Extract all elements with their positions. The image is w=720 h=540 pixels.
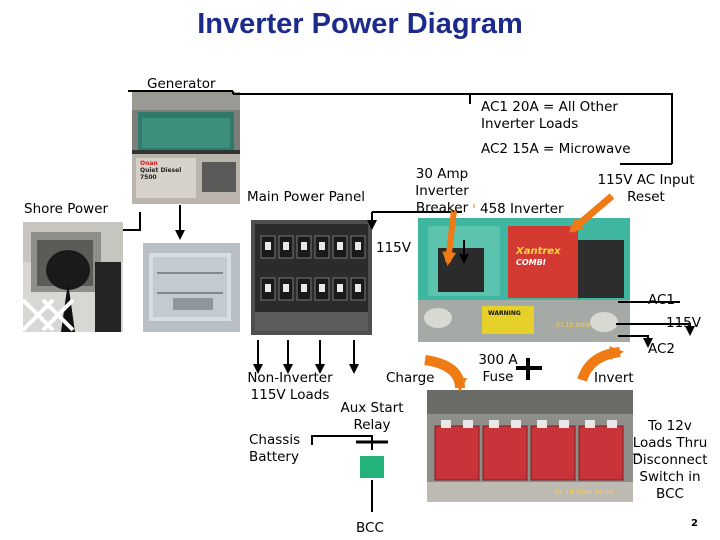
- warning-label: WARNING: [488, 310, 521, 317]
- generator-logo: Onan Quiet Diesel 7500: [140, 160, 182, 181]
- battery-photo: 07.18.2006 14:58: [427, 390, 633, 502]
- ac1-loads-label: AC1 20A = All Other Inverter Loads: [481, 99, 618, 132]
- ac1-label: AC1: [648, 292, 676, 308]
- inverter-458-label: 458 Inverter: [480, 201, 564, 217]
- page-title: Inverter Power Diagram: [197, 8, 523, 40]
- transfer-switch-photo: [143, 243, 240, 332]
- chassis-battery-label: Chassis Battery: [249, 432, 301, 465]
- feed-arrows: [123, 205, 185, 240]
- v115-top-label: 115V: [376, 240, 412, 256]
- fuse-symbol: [516, 358, 542, 380]
- generator-photo: Onan Quiet Diesel 7500: [132, 92, 240, 204]
- non-inverter-loads-label: Non-Inverter 115V Loads: [247, 370, 333, 403]
- page-number: 2: [691, 518, 698, 529]
- generator-label: Generator: [147, 76, 216, 92]
- inverter-date-stamp: 07.18.2006: [556, 322, 591, 329]
- charge-label: Charge: [386, 370, 435, 386]
- main-power-panel-label: Main Power Panel: [247, 189, 366, 205]
- v115-right-label: 115V: [666, 315, 702, 331]
- shore-power-photo: [23, 222, 123, 332]
- main-panel-photo: [251, 220, 372, 335]
- invert-arrow: [577, 346, 624, 382]
- fuse-label: 300 A Fuse: [478, 352, 518, 385]
- inverter-brand: Xantrex COMBI: [516, 246, 561, 267]
- charge-arrow: [424, 355, 467, 392]
- ac2-microwave-label: AC2 15A = Microwave: [481, 141, 631, 157]
- bcc-label: BCC: [356, 520, 384, 536]
- invert-label: Invert: [594, 370, 634, 386]
- load-arrows: [253, 340, 359, 374]
- relay-symbol: [356, 440, 388, 478]
- to-12v-loads-label: To 12v Loads Thru Disconnect Switch in B…: [632, 418, 708, 502]
- battery-date-stamp: 07.18.2006 14:58: [555, 488, 614, 496]
- reset-arrow: [568, 193, 615, 233]
- aux-start-relay-label: Aux Start Relay: [340, 400, 404, 433]
- shore-power-label: Shore Power: [24, 201, 109, 217]
- ac-input-reset-label: 115V AC Input Reset: [597, 172, 695, 205]
- ac2-label: AC2: [648, 341, 676, 357]
- breaker-label: 30 Amp Inverter Breaker: [415, 166, 469, 216]
